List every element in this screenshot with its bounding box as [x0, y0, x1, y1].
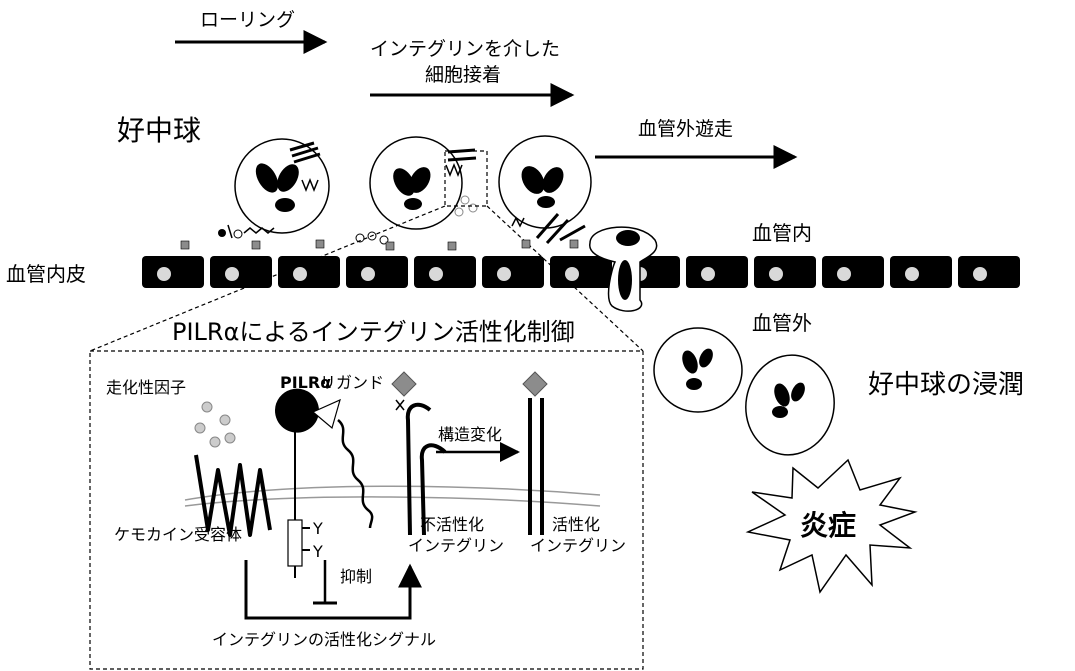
- endothelial-nucleus: [429, 267, 443, 281]
- endothelial-cell: [482, 256, 544, 288]
- endothelial-cell: [278, 256, 340, 288]
- endothelium-label: 血管内皮: [6, 262, 86, 286]
- conformation-change-label: 構造変化: [438, 425, 502, 444]
- inset-title: PILRαによるインテグリン活性化制御: [172, 318, 575, 346]
- endothelial-cell: [890, 256, 952, 288]
- inactive-integrin-label-2: インテグリン: [408, 536, 504, 555]
- endothelial-cell: [958, 256, 1020, 288]
- integrin-adhesion-label-1: インテグリンを介した: [370, 38, 560, 60]
- endothelial-nucleus: [837, 267, 851, 281]
- endothelial-nucleus: [293, 267, 307, 281]
- neutrophil-cell-3: [498, 135, 592, 245]
- suppression-label: 抑制: [340, 567, 372, 586]
- neutrophil-cell-2: [355, 136, 477, 245]
- active-integrin-label-1: 活性化: [552, 515, 600, 534]
- endothelial-cell: [550, 256, 612, 288]
- endothelial-nucleus: [157, 267, 171, 281]
- integrin-adhesion-label-2: 細胞接着: [425, 64, 501, 86]
- zoom-box: [444, 150, 488, 207]
- endothelial-cell: [210, 256, 272, 288]
- chemokine-receptor-label: ケモカイン受容体: [114, 525, 242, 544]
- tyr-1-label: Y: [312, 519, 323, 538]
- endothelial-nucleus: [361, 267, 375, 281]
- pilra-receptor: [274, 388, 319, 578]
- vessel-outside-label: 血管外: [752, 311, 812, 335]
- suppression-symbol: [313, 560, 337, 605]
- neutrophil-cell-1: [218, 138, 330, 239]
- inflammation-burst: [745, 458, 918, 594]
- tyr-2-label: Y: [312, 542, 323, 561]
- neutrophil-label: 好中球: [117, 114, 201, 147]
- transmigrating-neutrophil: [589, 226, 658, 312]
- ligand: [311, 398, 374, 529]
- endothelial-nucleus: [565, 267, 579, 281]
- activation-signal-path: [244, 560, 422, 620]
- activation-signal-label: インテグリンの活性化シグナル: [212, 630, 436, 649]
- infiltration-label: 好中球の浸潤: [868, 370, 1024, 400]
- inactive-integrin-label-1: 不活性化: [420, 515, 484, 534]
- inflammation-label: 炎症: [800, 509, 856, 542]
- ligand-label: リガンド: [320, 373, 384, 392]
- chemokine-dots: [194, 401, 236, 448]
- endothelial-nucleus: [225, 267, 239, 281]
- endothelial-nucleus: [905, 267, 919, 281]
- vessel-inside-label: 血管内: [752, 221, 812, 245]
- endothelial-layer: [142, 256, 1020, 288]
- endothelial-cell: [754, 256, 816, 288]
- chemokine-factor-label: 走化性因子: [106, 378, 186, 397]
- active-integrin: [522, 371, 548, 535]
- extravasation-label: 血管外遊走: [638, 118, 733, 140]
- endothelial-cell: [346, 256, 408, 288]
- endothelial-cell: [414, 256, 476, 288]
- pilra-label: PILRα: [280, 373, 331, 392]
- endothelial-nucleus: [769, 267, 783, 281]
- active-integrin-label-2: インテグリン: [530, 536, 626, 555]
- infiltrated-neutrophil-1: [653, 327, 743, 413]
- endothelial-nucleus: [973, 267, 987, 281]
- endothelial-nucleus: [497, 267, 511, 281]
- endothelial-cell: [822, 256, 884, 288]
- inset-box: [89, 350, 644, 670]
- inactive-integrin: [391, 371, 447, 536]
- chemokine-receptor: [194, 454, 272, 537]
- endothelial-nucleus: [701, 267, 715, 281]
- endothelial-cell: [686, 256, 748, 288]
- endothelial-cell: [142, 256, 204, 288]
- endothelial-ligands: [180, 239, 579, 251]
- infiltrated-neutrophil-2: [745, 354, 835, 456]
- rolling-label: ローリング: [200, 9, 295, 31]
